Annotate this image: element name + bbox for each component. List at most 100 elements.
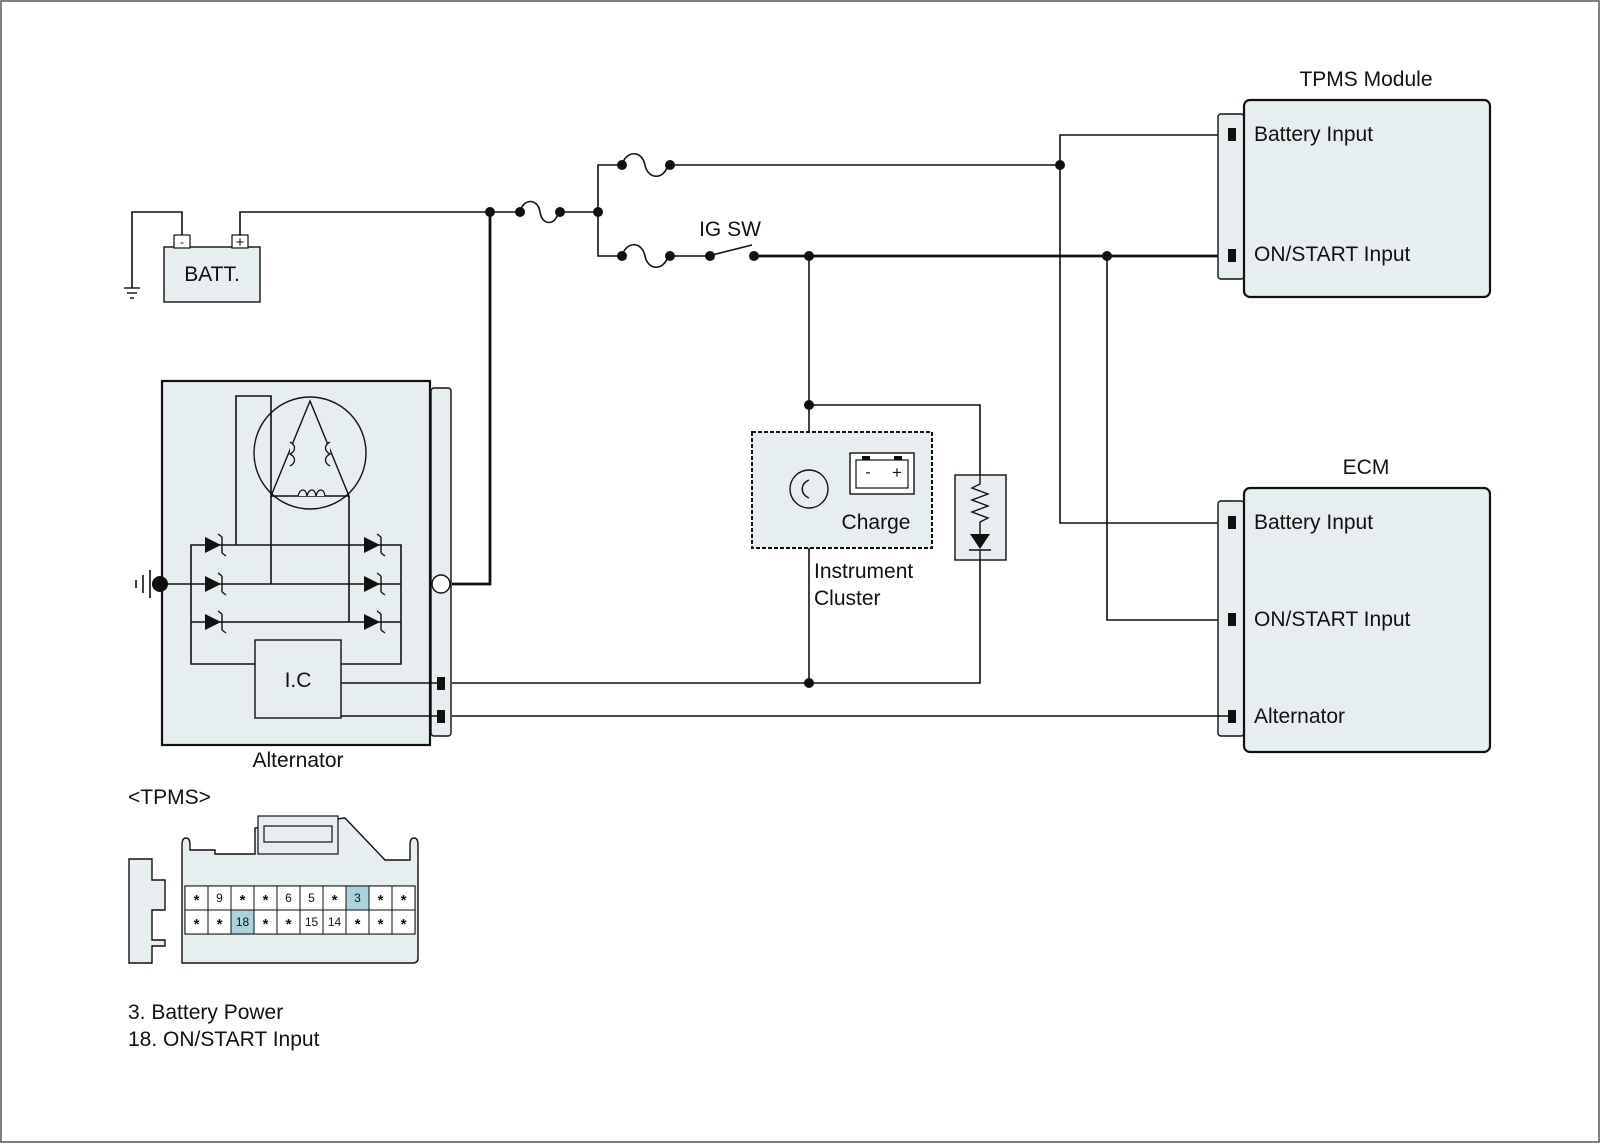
fuse-branch-wire	[597, 212, 622, 257]
connector-pin	[437, 710, 445, 723]
fuse-terminal-dot	[617, 160, 627, 170]
l-terminal-wire	[452, 560, 981, 684]
connector-pin	[1228, 128, 1236, 141]
resistor-diode-block	[954, 474, 1007, 561]
connector-pin-label: *	[263, 916, 269, 933]
rectifier-diode-icon	[205, 537, 221, 553]
stator-circle-icon	[253, 396, 367, 510]
stator-coil-icon	[324, 441, 332, 467]
legend-line: 18. ON/START Input	[128, 1028, 320, 1051]
connector-pin-label: 6	[285, 891, 292, 905]
ground-icon	[135, 570, 151, 598]
alternator-label: Alternator	[252, 749, 343, 772]
battery-positive-wire	[239, 211, 490, 235]
connector-pin-label: *	[332, 892, 338, 909]
connector-pin-label: 14	[328, 915, 342, 929]
rectifier-diode-icon	[205, 614, 221, 630]
ground-icon	[124, 287, 140, 299]
connector-pin-label: *	[217, 916, 223, 933]
battery-plus-sign: +	[236, 234, 245, 251]
battery-feed-fuse-icon	[621, 152, 1060, 178]
alternator-b-plus-wire	[452, 212, 492, 586]
voltage-regulator-ic	[254, 639, 342, 719]
tpms-module-box	[1242, 98, 1492, 299]
cluster-label-line2: Cluster	[814, 587, 881, 610]
stator-coil-icon	[297, 489, 326, 497]
b-terminal-icon	[431, 574, 451, 594]
rectifier-bridge	[190, 544, 402, 665]
connector-pin-label: *	[401, 892, 407, 909]
fuse-terminal-dot	[665, 160, 675, 170]
rectifier-diode-icon	[364, 614, 380, 630]
alternator: I.C Alternator	[135, 379, 452, 772]
diode-icon	[970, 534, 990, 549]
rectifier-diode-bar	[376, 572, 386, 596]
rectifier-diode-bar	[217, 610, 227, 634]
lamp-filament-icon	[801, 479, 810, 499]
connector-pin-label: 3	[354, 891, 361, 905]
main-fuse-icon	[490, 200, 598, 224]
cluster-label-line1: Instrument	[814, 560, 913, 583]
rectifier-diode-icon	[364, 576, 380, 592]
tpms-pin-label: ON/START Input	[1254, 243, 1411, 266]
connector-pin	[437, 677, 445, 690]
resistor-feed-wire	[809, 404, 981, 475]
ecm-on-start-wire	[1106, 256, 1226, 621]
charge-plus-sign: +	[892, 463, 902, 482]
connector-pin-label: 18	[236, 915, 250, 929]
connector-pin-cell	[391, 909, 416, 935]
stator-lead	[235, 395, 272, 545]
charge-battery-glyph	[855, 459, 909, 489]
connector-pin-label: 15	[305, 915, 319, 929]
connector-pin-label: *	[240, 892, 246, 909]
ecm-title: ECM	[1343, 456, 1390, 479]
rectifier-diode-bar	[217, 533, 227, 557]
connector-pin-label: *	[194, 892, 200, 909]
ecm-pin-label: Alternator	[1254, 705, 1345, 728]
battery-label: BATT.	[184, 263, 240, 286]
tpms-battery-wire	[1059, 134, 1226, 165]
connector-pin-label: *	[194, 916, 200, 933]
tpms-pin-label: Battery Input	[1254, 123, 1373, 146]
connector-pin	[1228, 613, 1236, 626]
rectifier-diode-bar	[376, 610, 386, 634]
tpms-module-title: TPMS Module	[1299, 68, 1432, 91]
resistor-icon	[970, 475, 990, 534]
rectifier-diode-bar	[376, 533, 386, 557]
ig-switch-icon	[711, 244, 753, 256]
tpms-module: TPMS Module Battery Input ON/START Input	[1217, 68, 1492, 299]
switch-terminal-dot	[705, 251, 715, 261]
ecm-pin-label: Battery Input	[1254, 511, 1373, 534]
rectifier-diode-bar	[217, 572, 227, 596]
connector-pin-label: 9	[216, 891, 223, 905]
fuse-branch-wire	[597, 164, 622, 212]
battery-body	[163, 246, 261, 303]
charge-label: Charge	[842, 511, 911, 534]
connector-pin-label: *	[378, 892, 384, 909]
ignition-fuse-icon	[621, 243, 710, 269]
connector-pin	[1228, 249, 1236, 262]
ic-label: I.C	[285, 669, 312, 692]
battery-ground-wire	[131, 211, 183, 288]
connector-pin-label: *	[401, 916, 407, 933]
ground-point	[152, 576, 168, 592]
lamp-icon	[789, 469, 829, 509]
connector-pin-label: 5	[308, 891, 315, 905]
fuse-terminal-dot	[665, 251, 675, 261]
ig-switch-label: IG SW	[699, 218, 761, 241]
connector-pin-label: *	[263, 892, 269, 909]
ecm-box	[1242, 486, 1492, 754]
ecm-pin-label: ON/START Input	[1254, 608, 1411, 631]
fuse-terminal-dot	[515, 207, 525, 217]
fuse-terminal-dot	[555, 207, 565, 217]
legend-line: 3. Battery Power	[128, 1001, 283, 1024]
connector-lock-tab	[128, 858, 166, 964]
charge-battery-terminal	[862, 456, 870, 460]
fuse-terminal-dot	[617, 251, 627, 261]
connector-pin-label: *	[378, 916, 384, 933]
connector-pin-label: *	[286, 916, 292, 933]
connector-pin	[1228, 516, 1236, 529]
